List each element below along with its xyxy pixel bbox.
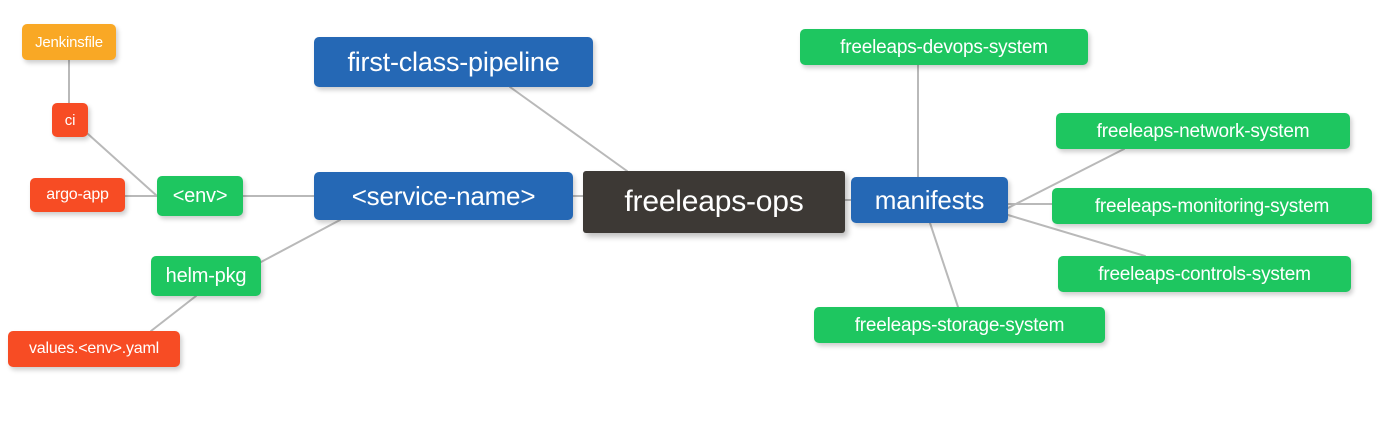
node-label-env: <env> [172,185,228,207]
node-label-manifests: manifests [874,185,985,215]
node-service-name[interactable]: <service-name> [314,172,573,220]
node-argo-app[interactable]: argo-app [30,178,125,212]
node-label-freeleaps-monitoring-system: freeleaps-monitoring-system [1094,195,1330,217]
node-freeleaps-ops[interactable]: freeleaps-ops [583,171,845,233]
node-helm-pkg[interactable]: helm-pkg [151,256,261,296]
node-ci[interactable]: ci [52,103,88,137]
node-env[interactable]: <env> [157,176,243,216]
node-label-first-class-pipeline: first-class-pipeline [347,46,560,77]
node-jenkinsfile[interactable]: Jenkinsfile [22,24,116,60]
node-values-yaml[interactable]: values.<env>.yaml [8,331,180,367]
node-label-ci: ci [64,111,76,129]
node-freeleaps-storage-system[interactable]: freeleaps-storage-system [814,307,1105,343]
node-label-service-name: <service-name> [351,181,536,211]
edge-helm-pkg-to-service-name [260,219,341,263]
node-label-freeleaps-network-system: freeleaps-network-system [1096,120,1310,142]
node-label-jenkinsfile: Jenkinsfile [35,33,103,51]
edge-values-yaml-to-helm-pkg [150,295,197,332]
node-label-freeleaps-controls-system: freeleaps-controls-system [1098,263,1311,285]
node-label-argo-app: argo-app [46,186,109,203]
node-freeleaps-network-system[interactable]: freeleaps-network-system [1056,113,1350,149]
edge-manifests-to-freeleaps-storage-system [929,222,959,308]
node-label-freeleaps-devops-system: freeleaps-devops-system [840,36,1048,58]
node-label-freeleaps-storage-system: freeleaps-storage-system [854,314,1065,336]
edge-first-class-pipeline-to-freeleaps-ops [509,86,628,172]
node-freeleaps-monitoring-system[interactable]: freeleaps-monitoring-system [1052,188,1372,224]
node-first-class-pipeline[interactable]: first-class-pipeline [314,37,593,87]
node-label-freeleaps-ops: freeleaps-ops [624,185,804,218]
node-freeleaps-controls-system[interactable]: freeleaps-controls-system [1058,256,1351,292]
node-label-helm-pkg: helm-pkg [165,265,247,287]
node-freeleaps-devops-system[interactable]: freeleaps-devops-system [800,29,1088,65]
node-manifests[interactable]: manifests [851,177,1008,223]
node-label-values-yaml: values.<env>.yaml [28,340,159,357]
